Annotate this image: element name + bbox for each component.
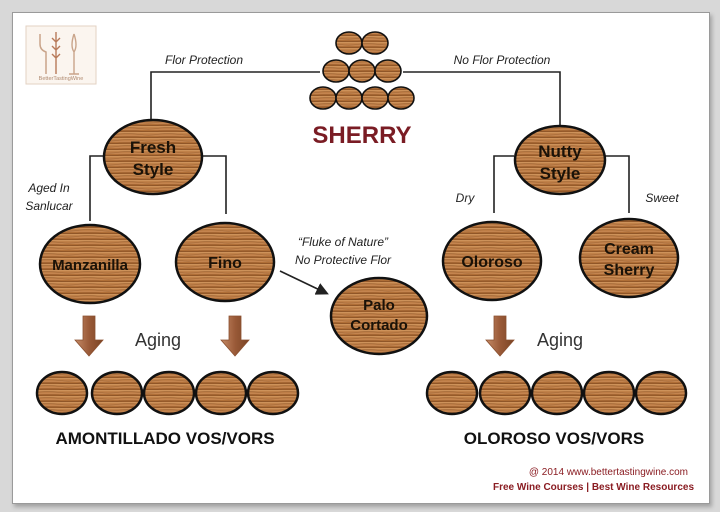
node-nutty-style: Nutty Style	[513, 124, 607, 196]
node-oloroso-label: Oloroso	[461, 254, 523, 271]
label-sweet: Sweet	[645, 191, 679, 205]
barrel-stack	[309, 31, 415, 110]
aging-arrow-left-2	[220, 315, 250, 357]
label-dry: Dry	[456, 191, 476, 205]
node-fino: Fino	[174, 221, 276, 303]
node-fresh-line1: Fresh	[130, 138, 176, 157]
node-palo-line1: Palo	[363, 297, 395, 314]
connector-lines	[89, 71, 630, 295]
label-fluke-of-nature: “Fluke of Nature”	[298, 235, 389, 249]
label-no-flor-protection: No Flor Protection	[454, 53, 551, 67]
sherry-title: SHERRY	[312, 122, 411, 149]
logo-text: BetterTastingWine	[39, 76, 84, 82]
node-palo-line2: Cortado	[350, 317, 408, 334]
node-oloroso: Oloroso	[441, 220, 543, 302]
node-palo-cortado: Palo Cortado	[329, 276, 429, 356]
label-no-protective-flor: No Protective Flor	[295, 253, 392, 267]
node-cream-line1: Cream	[604, 241, 654, 258]
barrel-row-left	[35, 370, 300, 416]
node-manzanilla: Manzanilla	[38, 223, 142, 305]
label-aging-right: Aging	[537, 330, 583, 350]
node-fino-label: Fino	[208, 255, 242, 272]
node-nutty-line1: Nutty	[538, 142, 582, 161]
credit-copyright: @ 2014 www.bettertastingwine.com	[529, 467, 688, 478]
node-cream-sherry: Cream Sherry	[578, 217, 680, 299]
label-aging-left: Aging	[135, 330, 181, 350]
node-manzanilla-label: Manzanilla	[52, 257, 129, 274]
label-amontillado-vos-vors: AMONTILLADO VOS/VORS	[55, 429, 274, 448]
label-flor-protection: Flor Protection	[165, 53, 243, 67]
label-aged-in: Aged In	[27, 181, 70, 195]
barrel-row-right	[425, 370, 688, 416]
label-sanlucar: Sanlucar	[25, 199, 73, 213]
node-cream-line2: Sherry	[604, 262, 655, 279]
logo: BetterTastingWine	[25, 25, 97, 85]
aging-arrow-right	[485, 315, 515, 357]
credit-links: Free Wine Courses | Best Wine Resources	[493, 482, 694, 493]
aging-arrow-left-1	[74, 315, 104, 357]
node-nutty-line2: Style	[540, 164, 581, 183]
label-oloroso-vos-vors: OLOROSO VOS/VORS	[464, 429, 644, 448]
node-fresh-line2: Style	[133, 160, 174, 179]
node-fresh-style: Fresh Style	[102, 118, 204, 196]
